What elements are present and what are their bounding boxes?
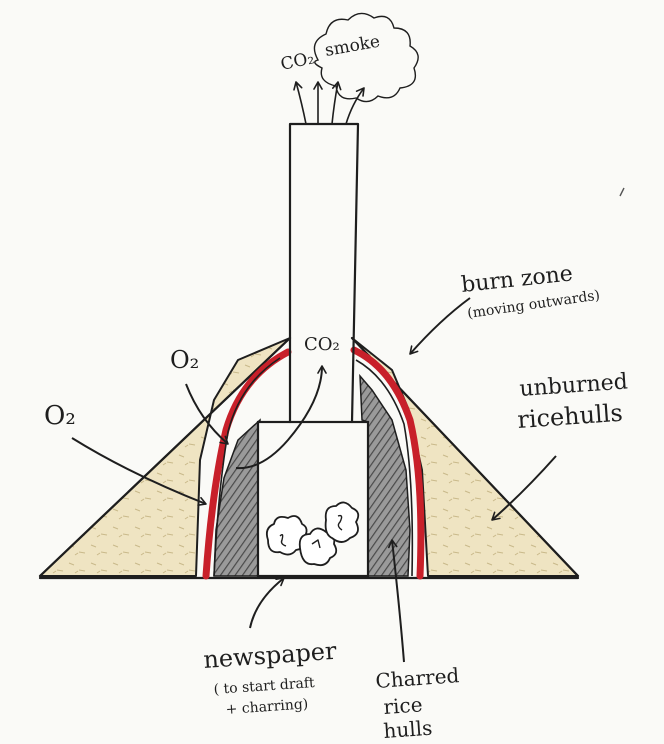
- newspaper-arrow: [250, 578, 284, 628]
- newspaper-label: newspaper: [202, 637, 337, 674]
- co2-top-label: CO₂: [279, 48, 316, 75]
- unburned-arrow: [492, 456, 556, 520]
- charred-label-line2: rice: [383, 692, 424, 719]
- newspaper-note-line2: + charring): [225, 696, 309, 718]
- smoke-label: smoke: [323, 32, 381, 61]
- o2-upper-label: O₂: [170, 346, 199, 374]
- charred-label-line3: hulls: [383, 716, 433, 743]
- exhaust-arrows: [296, 82, 364, 124]
- burn-zone-arrow: [410, 298, 470, 354]
- unburned-label-line1: unburned: [519, 369, 629, 402]
- unburned-label-line2: ricehulls: [516, 399, 623, 434]
- o2-left-label: O₂: [44, 401, 76, 431]
- newspaper-note-line1: ( to start draft: [213, 675, 315, 698]
- charred-label-line1: Charred: [375, 663, 461, 693]
- stray-mark: [620, 188, 624, 196]
- co2-chimney-label: CO₂: [304, 334, 340, 355]
- chimney: [290, 124, 358, 422]
